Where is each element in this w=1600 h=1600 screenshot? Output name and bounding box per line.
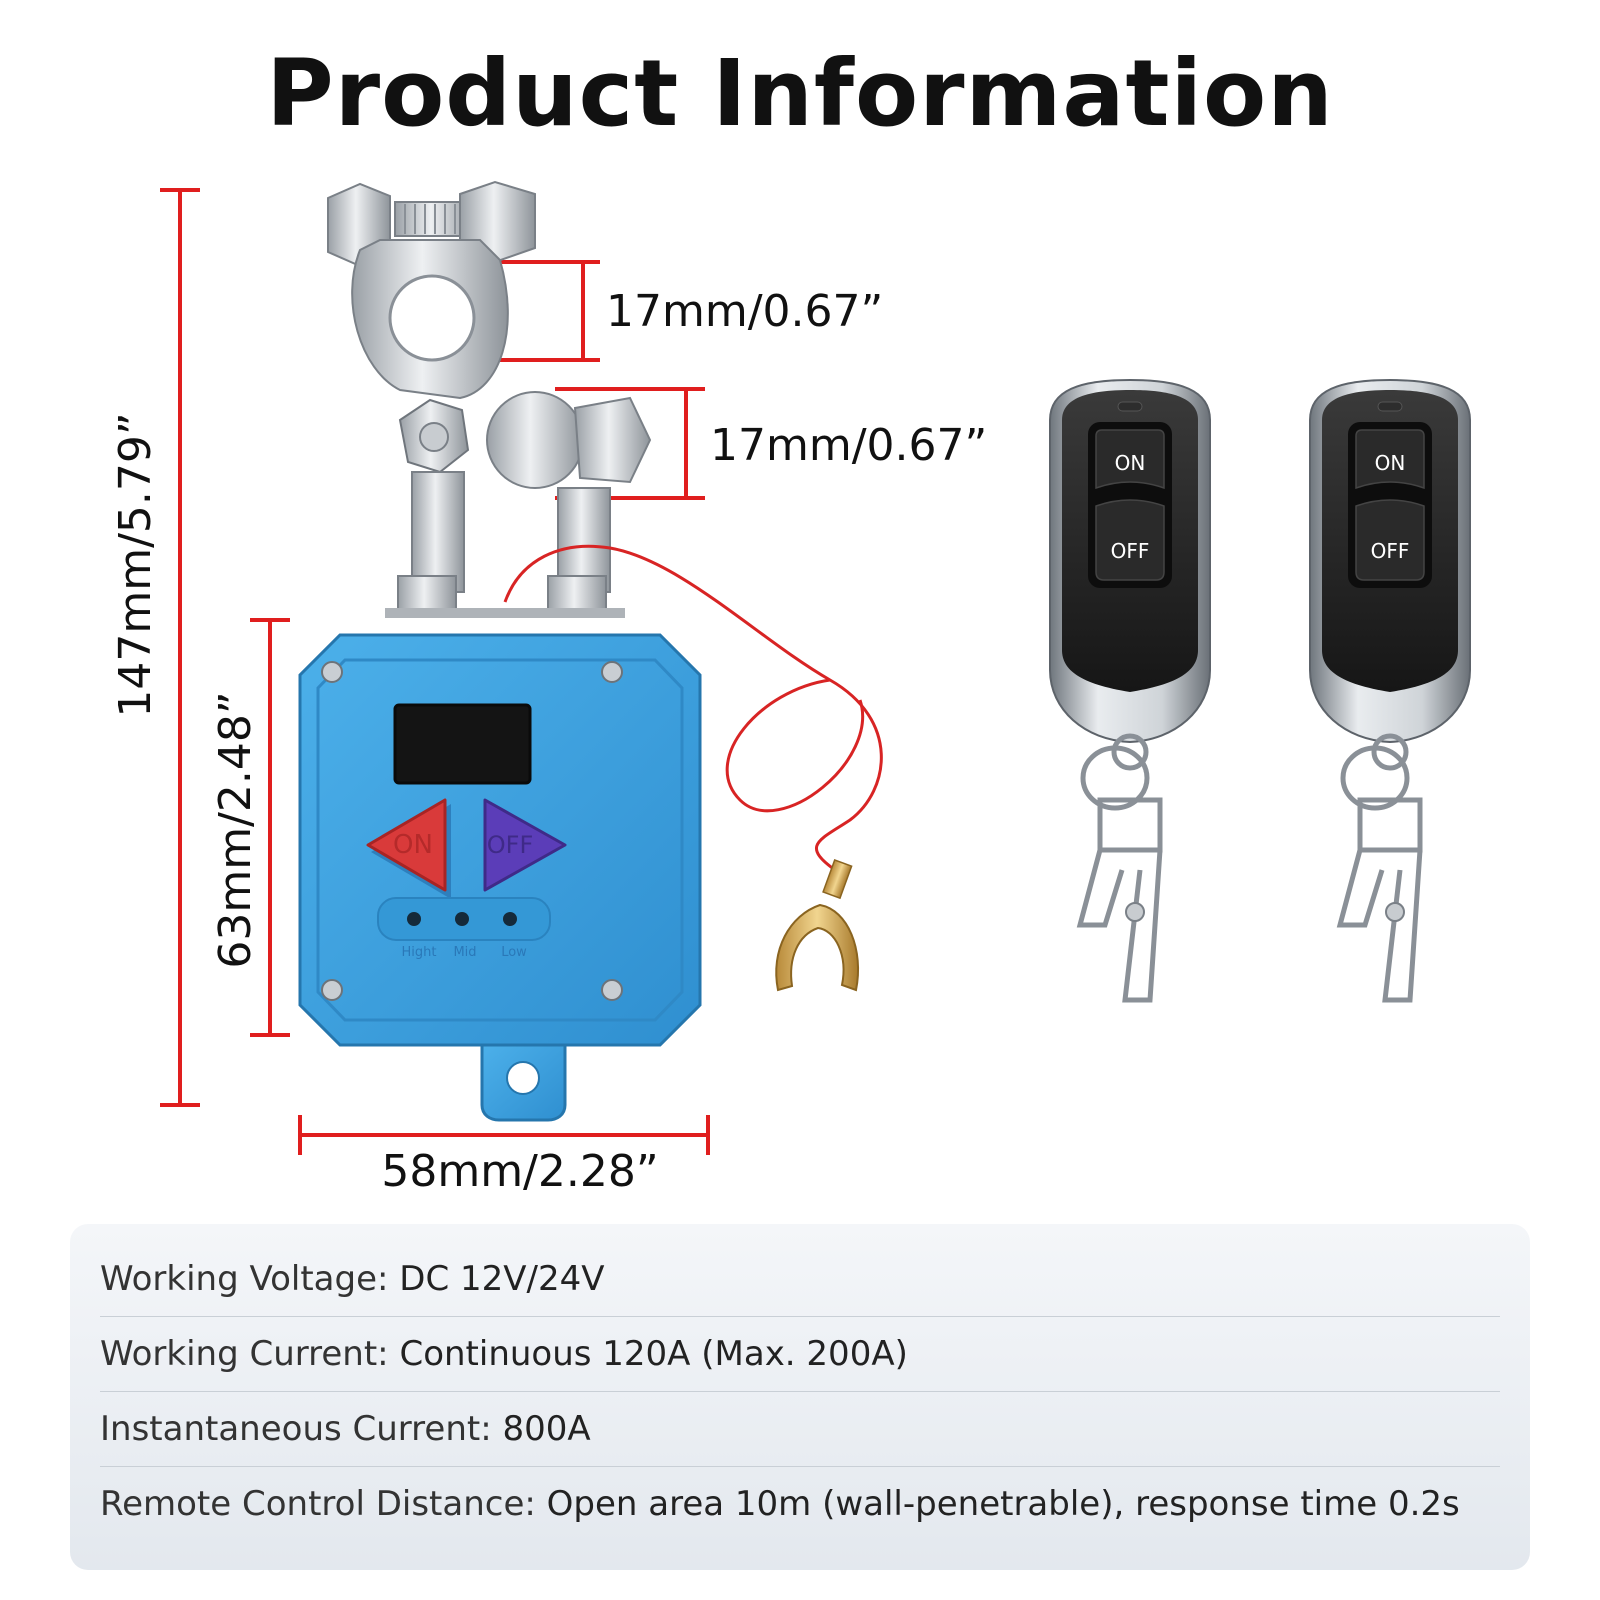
- switch-body: ON OFF Hight Mid Low: [298, 633, 702, 1122]
- battery-clamp: [327, 180, 652, 618]
- specs-panel: Working Voltage: DC 12V/24V Working Curr…: [70, 1224, 1530, 1570]
- spec-working-voltage: Working Voltage: DC 12V/24V: [100, 1242, 1500, 1317]
- product-illustration: 147mm/5.79” 63mm/2.48” 58mm/2.28” 17mm/0…: [110, 180, 1471, 1197]
- dimension-clamp-top: 17mm/0.67”: [430, 260, 883, 362]
- dimension-body-height: 63mm/2.48”: [210, 618, 290, 1037]
- dimension-clamp-bottom: 17mm/0.67”: [555, 387, 987, 500]
- spec-value: Open area 10m (wall-penetrable), respons…: [546, 1484, 1460, 1524]
- led-high: [407, 912, 421, 926]
- dimension-width-label: 58mm/2.28”: [381, 1146, 658, 1197]
- remote-2-off-label: OFF: [1371, 539, 1410, 563]
- spec-key: Working Voltage:: [100, 1259, 400, 1299]
- dimension-total-height: 147mm/5.79”: [110, 188, 200, 1107]
- remote-2-off-button[interactable]: OFF: [1355, 499, 1425, 581]
- led-label-low: Low: [501, 945, 527, 960]
- on-button-label: ON: [393, 830, 433, 860]
- dimension-clamp-bottom-label: 17mm/0.67”: [710, 420, 987, 471]
- spec-remote-distance: Remote Control Distance: Open area 10m (…: [100, 1467, 1500, 1541]
- remote-2-on-label: ON: [1375, 451, 1406, 475]
- remote-1-on-button[interactable]: ON: [1095, 429, 1165, 490]
- page-title: Product Information: [266, 40, 1334, 147]
- spec-key: Working Current:: [100, 1334, 400, 1374]
- led-label-high: Hight: [402, 945, 437, 960]
- dimension-width: 58mm/2.28”: [298, 1115, 710, 1197]
- spec-key: Instantaneous Current:: [100, 1409, 503, 1449]
- dimension-body-height-label: 63mm/2.48”: [210, 691, 261, 968]
- dimension-total-height-label: 147mm/5.79”: [110, 412, 161, 717]
- led-low: [503, 912, 517, 926]
- remote-1-off-button[interactable]: OFF: [1095, 499, 1165, 581]
- spec-working-current: Working Current: Continuous 120A (Max. 2…: [100, 1317, 1500, 1392]
- dimension-clamp-top-label: 17mm/0.67”: [606, 286, 883, 337]
- ring-terminal: [775, 859, 860, 992]
- led-label-mid: Mid: [453, 945, 476, 960]
- spec-value: Continuous 120A (Max. 200A): [399, 1334, 908, 1374]
- remote-1-on-label: ON: [1115, 451, 1146, 475]
- off-button[interactable]: OFF: [483, 798, 567, 892]
- remote-control-1: ON OFF: [1049, 378, 1211, 1003]
- off-button-label: OFF: [487, 831, 534, 859]
- spec-key: Remote Control Distance:: [100, 1484, 547, 1524]
- lcd-display: [393, 703, 532, 785]
- remote-1-off-label: OFF: [1111, 539, 1150, 563]
- remote-2-on-button[interactable]: ON: [1355, 429, 1425, 490]
- spec-instantaneous-current: Instantaneous Current: 800A: [100, 1392, 1500, 1467]
- spec-value: 800A: [502, 1409, 591, 1449]
- on-button[interactable]: ON: [366, 798, 451, 899]
- red-wire: [503, 544, 883, 872]
- remote-control-2: ON OFF: [1309, 378, 1471, 1003]
- led-mid: [455, 912, 469, 926]
- spec-value: DC 12V/24V: [399, 1259, 605, 1299]
